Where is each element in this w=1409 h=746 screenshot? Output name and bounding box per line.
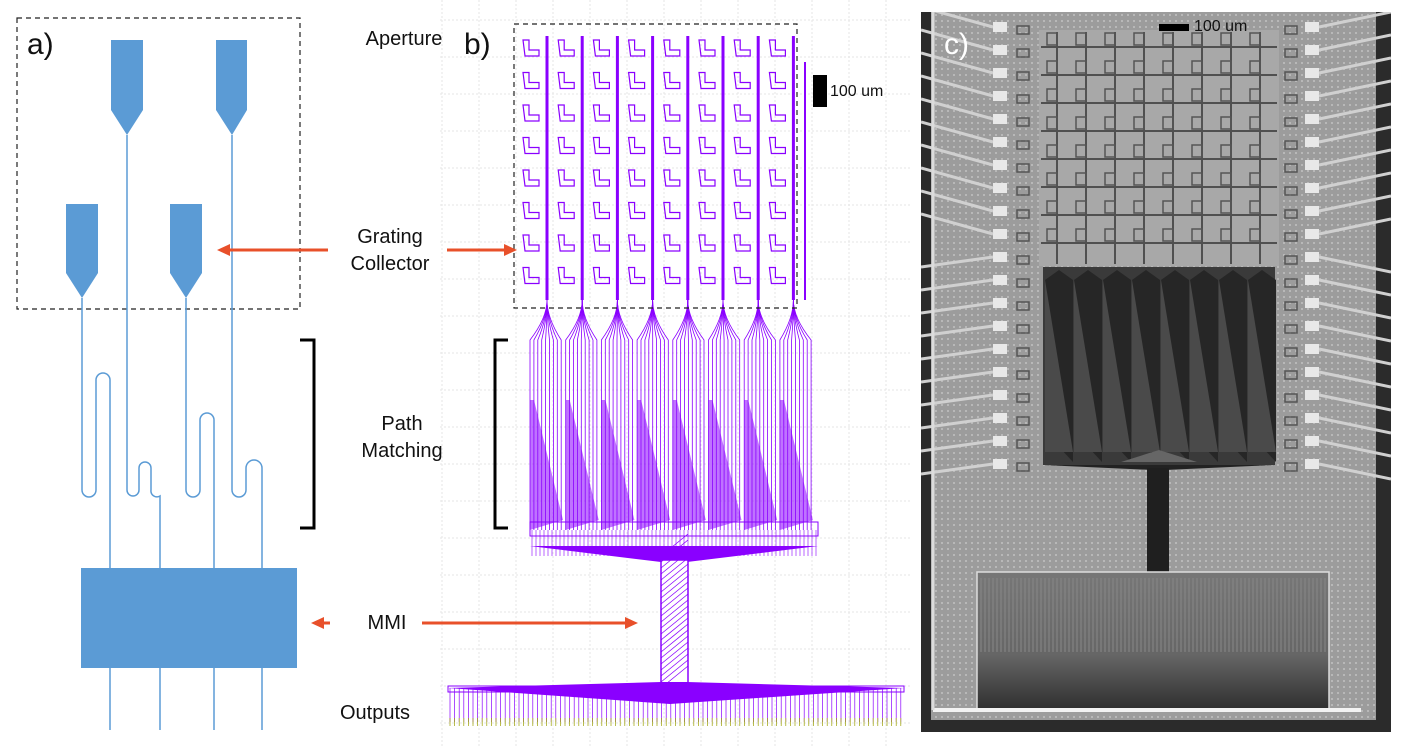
micro-scale-bar <box>1159 24 1189 31</box>
micro-taper-top <box>1121 450 1197 462</box>
micrograph-image <box>921 12 1391 720</box>
path-matching-label: Path Matching <box>361 413 443 462</box>
schematic-drawing <box>16 17 330 730</box>
micro-mmi <box>1147 468 1169 572</box>
outputs-label: Outputs <box>339 702 411 724</box>
panel-c-letter: c) <box>944 28 969 61</box>
mmi-block <box>81 568 297 668</box>
schematic-panel: a) <box>0 0 330 746</box>
grating-collector <box>111 40 143 135</box>
layout-drawing <box>422 0 910 746</box>
path-matching-bracket <box>300 338 316 530</box>
layout-panel: b) Aperture Grating Collector Path Match… <box>330 0 910 746</box>
grating-array <box>522 36 806 300</box>
panel-b-letter: b) <box>464 28 491 61</box>
path-matching-routing <box>529 299 819 556</box>
arrowhead-icon <box>625 617 638 629</box>
micrograph-panel: c) 100 um <box>921 12 1391 732</box>
layout-scale-label: 100 um <box>830 83 884 100</box>
aperture-grid <box>1041 32 1277 264</box>
grating-collector <box>66 204 98 298</box>
output-waveguides <box>447 685 905 726</box>
routing-fans <box>1045 270 1276 462</box>
path-matching-bracket <box>493 338 508 530</box>
arrowhead-icon <box>311 617 324 629</box>
arrowhead-icon <box>504 244 517 256</box>
micrograph-scale-label: 100 um <box>1194 18 1248 35</box>
grating-collector <box>216 40 247 135</box>
micro-taper <box>1043 465 1275 470</box>
output-taper <box>448 682 904 704</box>
grating-collector-label: Grating Collector <box>350 226 430 275</box>
aperture-box <box>16 17 301 310</box>
mmi-label: MMI <box>367 612 407 634</box>
schematic-waveguides <box>81 135 263 730</box>
aperture-region <box>1039 30 1279 266</box>
input-taper <box>530 546 818 562</box>
panel-a-letter: a) <box>27 28 54 61</box>
aperture-box <box>513 23 798 309</box>
grating-collector <box>170 204 202 298</box>
grating-collectors <box>66 40 247 298</box>
scale-bar <box>813 75 827 107</box>
arrowhead-icon <box>217 244 230 256</box>
aperture-label: Aperture <box>365 28 443 50</box>
